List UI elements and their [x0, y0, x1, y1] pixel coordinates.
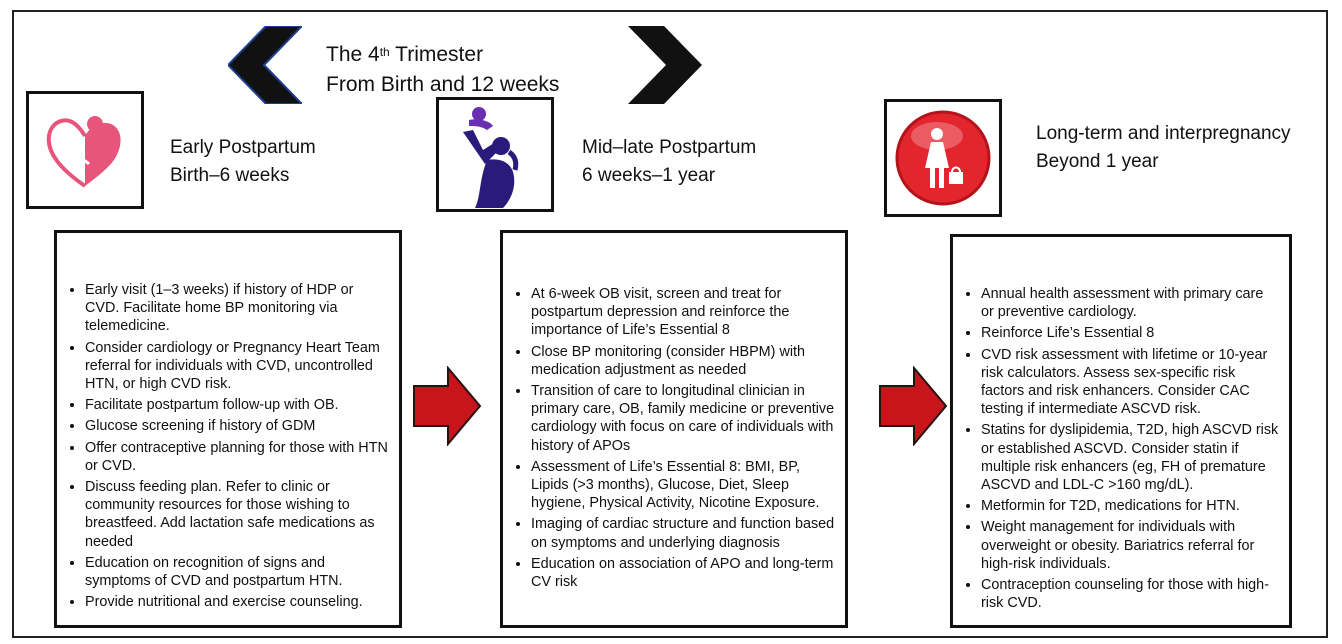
long-term-label: Long-term and interpregnancy Beyond 1 ye… [1036, 123, 1291, 172]
long-term-icon-box [884, 99, 1002, 217]
list-item: Discuss feeding plan. Refer to clinic or… [85, 478, 389, 551]
list-item: Reinforce Life’s Essential 8 [981, 324, 1279, 342]
diagram-title: The 4th Trimester From Birth and 12 week… [326, 43, 560, 96]
list-item: Metformin for T2D, medications for HTN. [981, 497, 1279, 515]
early-postpartum-box: Early visit (1–3 weeks) if history of HD… [54, 230, 402, 628]
chevron-right-icon [628, 26, 702, 104]
list-item: Education on association of APO and long… [531, 555, 835, 591]
mother-heart-icon [46, 116, 121, 188]
mid-late-postpartum-label: Mid–late Postpartum 6 weeks–1 year [582, 137, 757, 186]
list-item: Contraception counseling for those with … [981, 576, 1279, 612]
mother-lifting-baby-icon [463, 107, 519, 208]
red-arrow-right-icon [879, 366, 948, 446]
list-item: Transition of care to longitudinal clini… [531, 382, 835, 455]
list-item: Education on recognition of signs and sy… [85, 554, 389, 590]
long-term-list: Annual health assessment with primary ca… [965, 285, 1279, 612]
list-item: Offer contraceptive planning for those w… [85, 439, 389, 475]
list-item: At 6-week OB visit, screen and treat for… [531, 285, 835, 340]
mid-late-postpartum-list: At 6-week OB visit, screen and treat for… [515, 285, 835, 591]
list-item: Glucose screening if history of GDM [85, 417, 389, 435]
list-item: Provide nutritional and exercise counsel… [85, 593, 389, 611]
mid-late-postpartum-icon-box [436, 97, 554, 212]
diagram-frame [12, 10, 1328, 638]
list-item: Consider cardiology or Pregnancy Heart T… [85, 339, 389, 394]
list-item: Statins for dyslipidemia, T2D, high ASCV… [981, 421, 1279, 494]
list-item: Early visit (1–3 weeks) if history of HD… [85, 281, 389, 336]
long-term-box: Annual health assessment with primary ca… [950, 234, 1292, 628]
list-item: Facilitate postpartum follow-up with OB. [85, 396, 389, 414]
list-item: CVD risk assessment with lifetime or 10-… [981, 346, 1279, 419]
list-item: Imaging of cardiac structure and functio… [531, 515, 835, 551]
mid-late-postpartum-box: At 6-week OB visit, screen and treat for… [500, 230, 848, 628]
early-postpartum-label: Early Postpartum Birth–6 weeks [170, 137, 316, 186]
early-postpartum-list: Early visit (1–3 weeks) if history of HD… [69, 281, 389, 611]
woman-with-bag-icon [895, 110, 991, 206]
list-item: Weight management for individuals with o… [981, 518, 1279, 573]
list-item: Assessment of Life’s Essential 8: BMI, B… [531, 458, 835, 513]
chevron-left-icon [228, 26, 302, 104]
early-postpartum-icon-box [26, 91, 144, 209]
red-arrow-right-icon [413, 366, 482, 446]
list-item: Annual health assessment with primary ca… [981, 285, 1279, 321]
list-item: Close BP monitoring (consider HBPM) with… [531, 343, 835, 379]
